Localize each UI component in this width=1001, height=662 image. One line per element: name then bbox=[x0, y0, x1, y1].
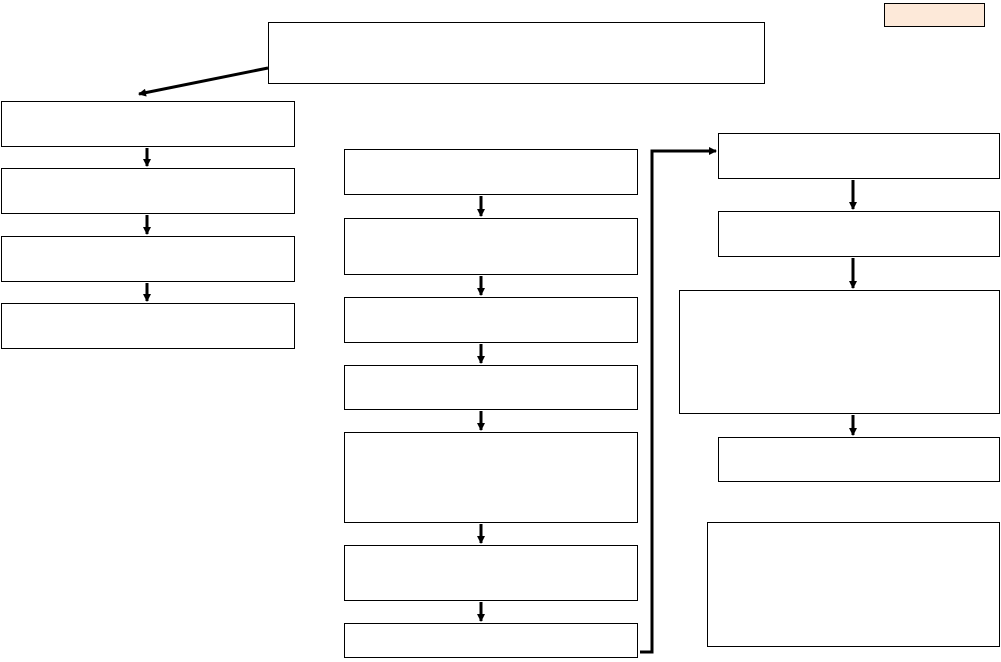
middle-process-box-7 bbox=[344, 623, 638, 658]
middle-process-box-1 bbox=[344, 149, 638, 195]
right-process-box-4 bbox=[718, 437, 1000, 482]
top-process-box bbox=[268, 22, 765, 84]
left-process-box-4 bbox=[1, 303, 295, 349]
right-process-box-3 bbox=[679, 290, 1000, 414]
right-process-box-2 bbox=[718, 211, 1000, 257]
middle-process-box-2 bbox=[344, 218, 638, 275]
middle-process-box-4 bbox=[344, 365, 638, 410]
left-process-box-1 bbox=[1, 101, 295, 147]
middle-process-box-5 bbox=[344, 432, 638, 523]
right-process-box-1 bbox=[718, 133, 1000, 179]
middle-process-box-6 bbox=[344, 545, 638, 601]
right-process-box-5 bbox=[707, 522, 1000, 647]
status-badge bbox=[884, 3, 985, 27]
middle-process-box-3 bbox=[344, 297, 638, 343]
left-process-box-2 bbox=[1, 168, 295, 214]
left-process-box-3 bbox=[1, 236, 295, 282]
arrow-top-to-left bbox=[138, 66, 269, 97]
arrow-mid-to-right bbox=[640, 147, 717, 654]
